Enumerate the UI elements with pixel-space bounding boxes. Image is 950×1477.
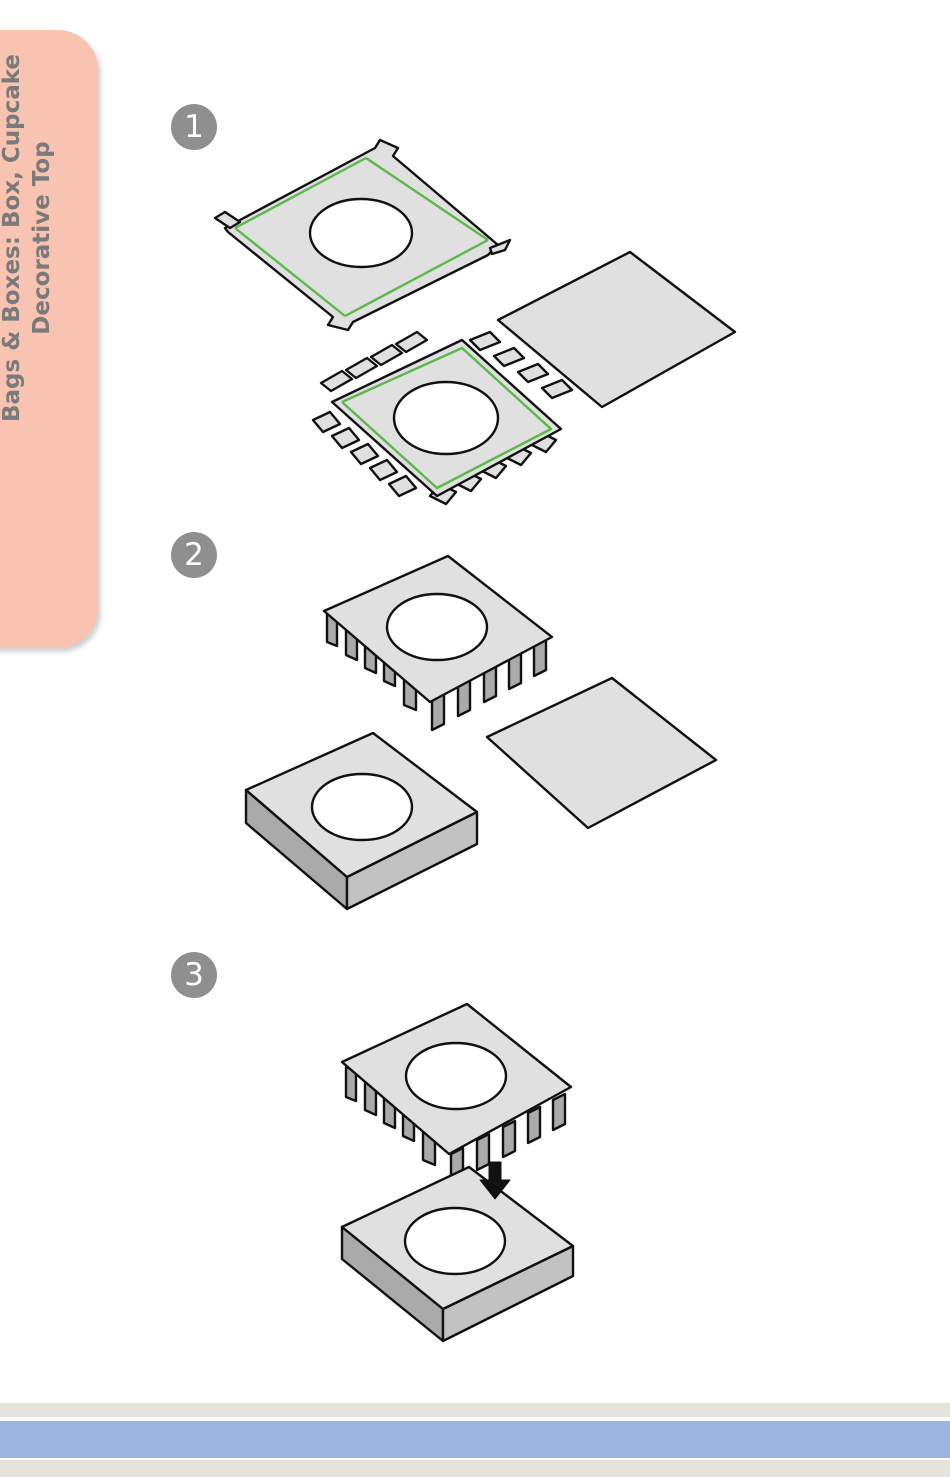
step3-box-base — [342, 1167, 573, 1341]
footer-band-top — [0, 1403, 950, 1417]
instruction-illustrations — [0, 0, 950, 1400]
step3-tabbed-lid — [342, 1004, 571, 1184]
footer-band — [0, 1421, 950, 1458]
step2-tabbed-lid — [324, 556, 552, 730]
step2-box-base — [246, 733, 477, 909]
step2-square-sheet — [487, 678, 716, 828]
step1-square-sheet — [498, 252, 735, 407]
step1-frame-piece — [215, 140, 510, 330]
step1-tabbed-piece — [313, 332, 572, 504]
footer-band-bottom — [0, 1460, 950, 1477]
